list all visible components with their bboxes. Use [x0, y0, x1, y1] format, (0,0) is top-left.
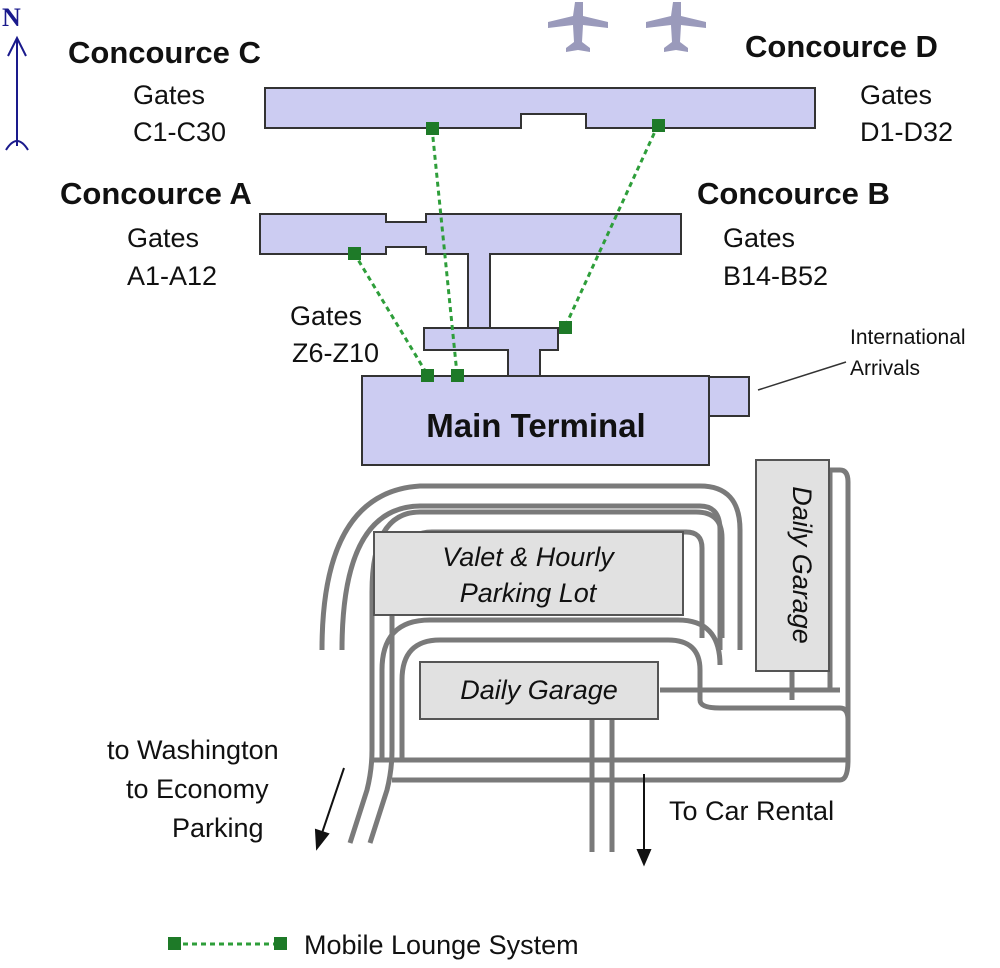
gates-z-building — [423, 327, 559, 377]
daily-garage-east-label: Daily Garage — [787, 486, 817, 644]
main-terminal-label: Main Terminal — [426, 407, 645, 444]
international-arrivals-line1: International — [850, 326, 966, 349]
valet-lot-label-line2: Parking Lot — [460, 578, 598, 608]
concourse-c-name: Concource C — [68, 35, 261, 70]
north-arrow-icon — [5, 35, 29, 151]
concourse-b-name: Concource B — [697, 176, 890, 211]
international-arrivals-line2: Arrivals — [850, 357, 920, 380]
arrow-down-icon — [636, 774, 652, 867]
concourse-c-gates-label: Gates — [133, 80, 205, 110]
concourse-b-gates-label: Gates — [723, 223, 795, 253]
to-washington-label: to Washington — [107, 735, 279, 765]
concourse-a-name: Concource A — [60, 176, 252, 211]
airplane-icon — [646, 2, 706, 52]
concourse-d-name: Concource D — [745, 29, 938, 64]
to-economy-label: to Economy — [126, 774, 269, 804]
daily-garage-south — [419, 661, 659, 720]
valet-hourly-parking-lot — [373, 531, 684, 616]
international-arrivals-building — [708, 376, 750, 417]
arrow-down-left-icon — [314, 767, 345, 851]
concourse-d-gates-label: Gates — [860, 80, 932, 110]
daily-garage-south-label: Daily Garage — [460, 675, 618, 705]
mobile-lounge-routes — [352, 124, 660, 375]
gates-z-label: Gates — [290, 301, 362, 331]
concourse-a-gates: A1-A12 — [127, 261, 217, 291]
gates-z: Z6-Z10 — [292, 338, 379, 368]
concourse-cd-building — [264, 87, 816, 129]
concourse-c-gates: C1-C30 — [133, 117, 226, 147]
daily-garage-east — [755, 459, 830, 672]
international-arrivals-leader — [757, 361, 847, 391]
concourse-d-gates: D1-D32 — [860, 117, 953, 147]
concourse-a-gates-label: Gates — [127, 223, 199, 253]
concourse-b-gates: B14-B52 — [723, 261, 828, 291]
legend-stop-icon — [168, 937, 181, 950]
legend-stop-icon — [274, 937, 287, 950]
to-car-rental-label: To Car Rental — [669, 796, 834, 826]
main-terminal-building — [361, 375, 710, 466]
north-compass: N — [2, 3, 29, 151]
north-label: N — [2, 3, 21, 32]
valet-lot-label-line1: Valet & Hourly — [442, 542, 615, 572]
mobile-lounge-stops — [348, 119, 665, 382]
airplane-icon — [548, 2, 608, 52]
to-economy-parking-label: Parking — [172, 813, 264, 843]
legend-label: Mobile Lounge System — [304, 930, 579, 960]
legend: Mobile Lounge System — [168, 930, 579, 960]
